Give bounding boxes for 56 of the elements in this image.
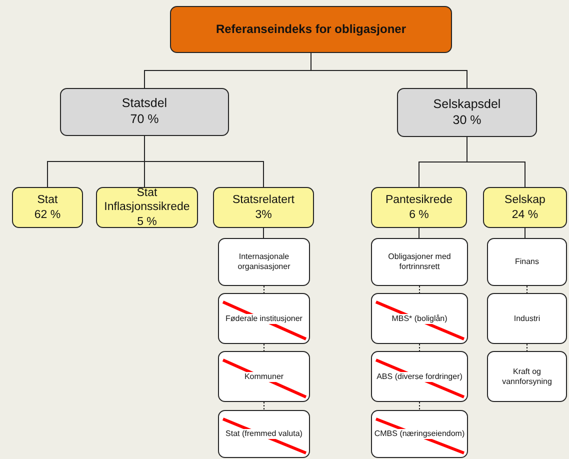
percentage-label: 6 % xyxy=(408,208,430,222)
box-label: Selskapsdel xyxy=(432,96,502,112)
connector-line xyxy=(144,136,264,188)
subcategory-box xyxy=(218,238,310,286)
category-box xyxy=(397,88,537,137)
subcategory-box xyxy=(371,351,468,402)
connector-line xyxy=(526,286,528,294)
subcategory-box xyxy=(371,238,468,286)
percentage-label: 62 % xyxy=(33,208,62,222)
box-label: Statsrelatert xyxy=(232,193,296,208)
connector-line xyxy=(419,402,420,410)
title-box xyxy=(170,6,452,53)
box-label: Finans xyxy=(514,257,540,267)
subcategory-box xyxy=(371,293,468,344)
box-label: Pantesikrede xyxy=(384,193,454,208)
connector-line xyxy=(310,52,468,88)
connector-line xyxy=(526,344,528,352)
subcategory-box xyxy=(487,351,567,402)
box-label: Stat Inflasjonssikrede xyxy=(103,186,191,215)
connector-line xyxy=(466,136,526,188)
box-label: Føderale institusjoner xyxy=(224,314,304,324)
category-box xyxy=(60,88,229,136)
connector-line xyxy=(418,228,420,238)
connector-line xyxy=(419,286,420,294)
percentage-label: 30 % xyxy=(452,112,482,128)
box-label: Internasjonale organisasjoner xyxy=(236,252,292,272)
percentage-label: 3% xyxy=(254,208,273,222)
box-label: Stat xyxy=(36,193,59,208)
segment-box xyxy=(96,187,198,228)
subcategory-box xyxy=(487,238,567,286)
box-label: Industri xyxy=(512,314,542,324)
percentage-label: 5 % xyxy=(136,214,158,230)
box-label: Kraft og vannforsyning xyxy=(501,366,553,386)
subcategory-box xyxy=(371,410,468,458)
box-label: ABS (diverse fordringer) xyxy=(374,372,464,382)
box-label: Referanseindeks for obligasjoner xyxy=(214,22,408,37)
box-label: Obligasjoner med fortrinnsrett xyxy=(387,252,452,272)
box-label: Selskap xyxy=(504,193,546,208)
connector-line xyxy=(263,228,264,238)
subcategory-box xyxy=(218,351,310,402)
box-label: Kommuner xyxy=(242,372,286,382)
segment-box xyxy=(371,187,467,228)
segment-box xyxy=(12,187,83,228)
subcategory-box xyxy=(218,410,310,458)
connector-line xyxy=(419,344,420,352)
segment-box xyxy=(213,187,314,228)
box-label: Statsdel xyxy=(120,96,168,112)
segment-box xyxy=(483,187,567,228)
percentage-label: 24 % xyxy=(510,208,540,222)
subcategory-box xyxy=(218,293,310,344)
connector-line xyxy=(524,228,526,238)
percentage-label: 70 % xyxy=(129,112,160,128)
subcategory-box xyxy=(487,293,567,344)
box-label: Stat (fremmed valuta) xyxy=(224,429,304,439)
box-label: CMBS (næringseiendom) xyxy=(372,429,467,439)
box-label: MBS* (boliglån) xyxy=(390,314,450,324)
